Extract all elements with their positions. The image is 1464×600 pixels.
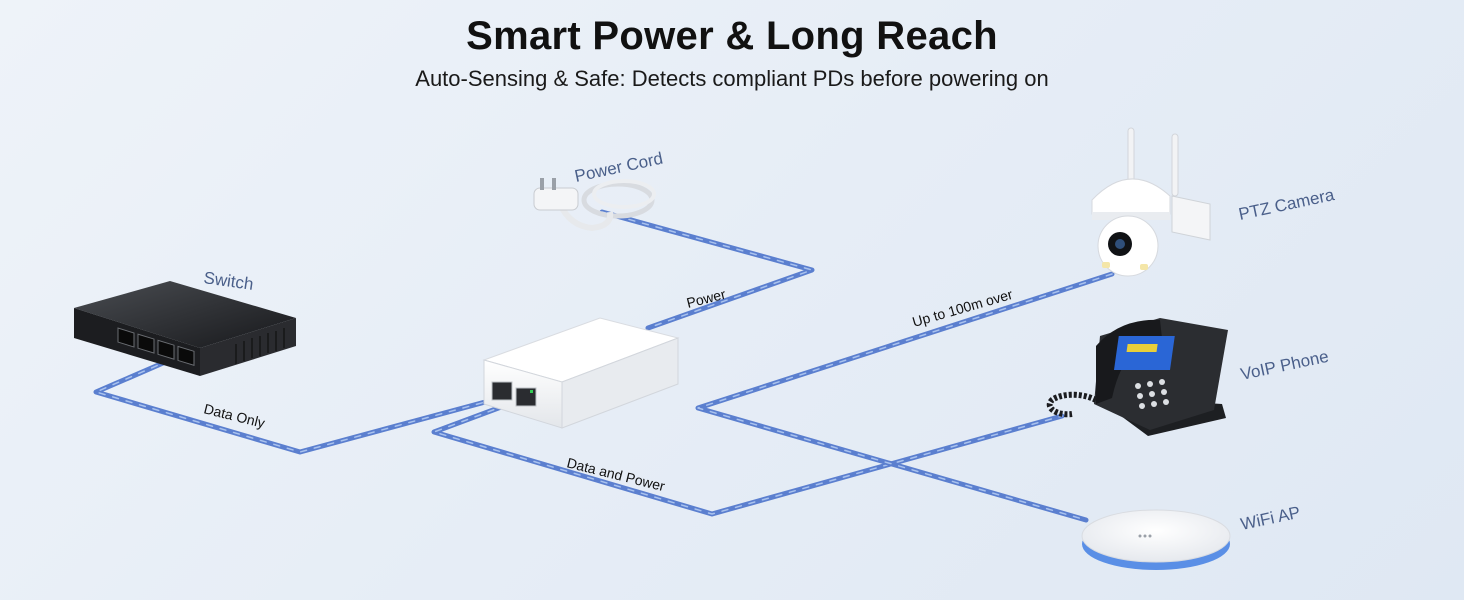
- ptz-camera-device: [1091, 127, 1211, 277]
- poe-injector-device: [482, 317, 680, 429]
- label-ptz-camera: PTZ Camera: [1237, 185, 1337, 224]
- cable-to-camera: [695, 271, 1115, 523]
- label-wifi-ap: WiFi AP: [1239, 503, 1302, 534]
- cable-data-only: [93, 357, 503, 455]
- voip-phone-device: [1046, 318, 1228, 436]
- power-cord-device: [533, 178, 656, 232]
- page-subtitle: Auto-Sensing & Safe: Detects compliant P…: [415, 66, 1049, 91]
- switch-device: [74, 281, 296, 376]
- cable-power: [599, 209, 815, 331]
- label-switch: Switch: [202, 268, 254, 294]
- cables: [93, 209, 1115, 523]
- wifi-ap-device: [1081, 509, 1231, 570]
- label-voip-phone: VoIP Phone: [1239, 347, 1330, 384]
- page-title: Smart Power & Long Reach: [466, 14, 998, 58]
